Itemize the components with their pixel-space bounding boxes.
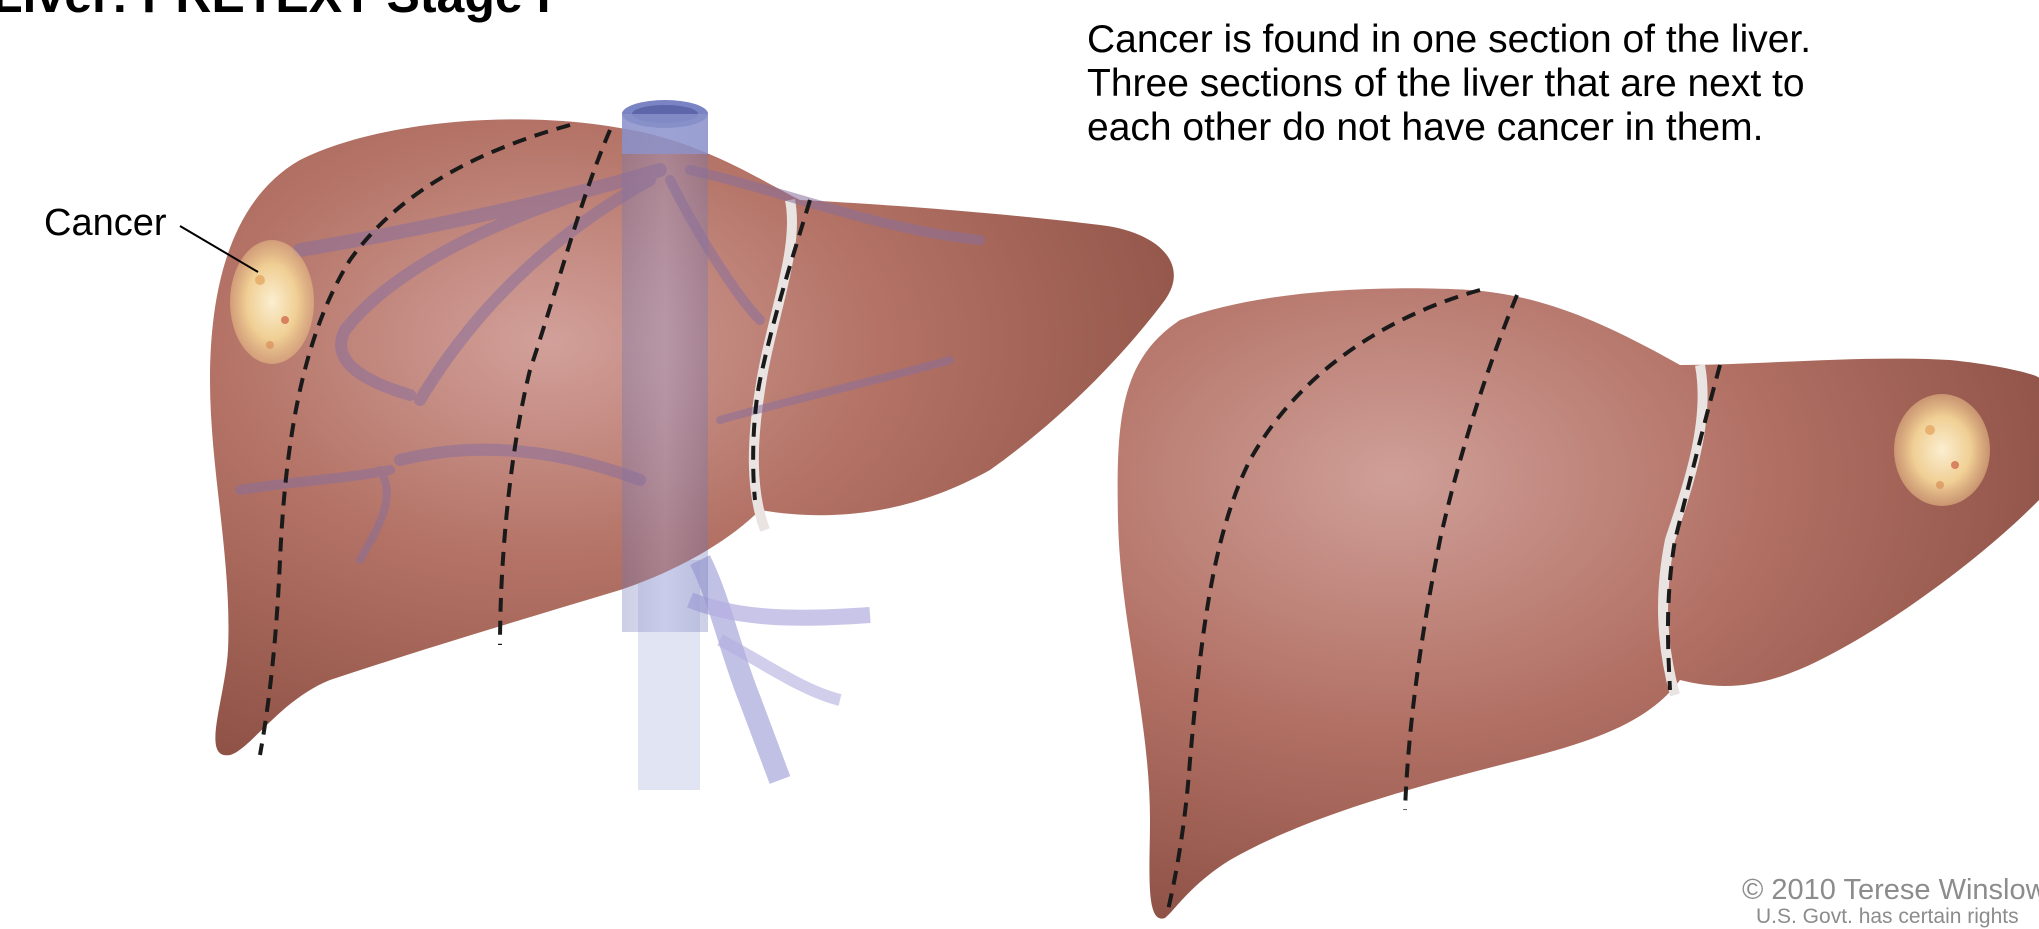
tumor-right bbox=[1894, 394, 1990, 506]
rights-credit: U.S. Govt. has certain rights bbox=[1756, 905, 2019, 929]
cancer-label: Cancer bbox=[44, 202, 167, 245]
tumor-left bbox=[230, 240, 314, 364]
right-liver bbox=[1118, 288, 2039, 918]
copyright-credit: © 2010 Terese Winslow bbox=[1742, 874, 2039, 907]
